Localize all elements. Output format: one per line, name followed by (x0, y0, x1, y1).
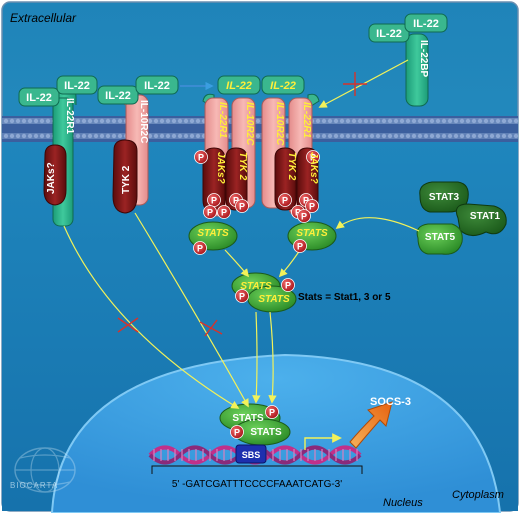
transcription-arrow (304, 433, 342, 450)
il22-ligand-active-a (217, 75, 261, 95)
socs3-output-arrow (349, 401, 393, 449)
phospho-group: P (265, 405, 279, 419)
phospho-group: P (217, 205, 231, 219)
stat1-label: STAT1 (470, 211, 501, 222)
phospho-label: P (233, 196, 239, 206)
stats-label-dimer-b: STATS (258, 294, 290, 305)
il10r2c-label-left: IL-10R2C (138, 100, 149, 143)
socs3-label: SOCS-3 (370, 396, 411, 408)
stats-label-nuclear-b: STATS (250, 427, 282, 438)
dna-bracket (151, 465, 363, 474)
phospho-label: P (207, 208, 213, 218)
stat5-label: STAT5 (425, 232, 456, 243)
cell-membrane (2, 116, 519, 142)
stats-label-docked-right: STATS (296, 228, 328, 239)
biocarta-watermark: BIOCARTA (10, 481, 58, 490)
tyk2-label-left: TYK 2 (121, 165, 132, 194)
inhibit-mark-bp (343, 72, 367, 96)
phospho-label: P (198, 153, 204, 163)
il22-label-bp-a: IL-22 (376, 28, 402, 40)
phospho-label: P (197, 244, 203, 254)
phospho-group: P (297, 209, 311, 223)
phospho-label: P (303, 196, 309, 206)
phospho-label: P (297, 242, 303, 252)
phospho-group: P (207, 193, 221, 207)
phospho-group: P (230, 425, 244, 439)
jak-label-complex-right: JAKs? (308, 152, 319, 184)
jak-label-left: JAKs? (46, 162, 57, 194)
extracellular-label: Extracellular (10, 11, 77, 25)
stats-label-nuclear-a: STATS (232, 413, 264, 424)
biocarta-logo (14, 447, 76, 493)
il22-ligand-bp-b (404, 13, 448, 33)
il22-label-left-b: IL-22 (64, 80, 90, 92)
phospho-label: P (221, 208, 227, 218)
phospho-group: P (235, 199, 249, 213)
phospho-label: P (282, 196, 288, 206)
il22-label-mid-a: IL-22 (105, 90, 131, 102)
il22-ligand-bp-a (368, 23, 410, 43)
phospho-label: P (310, 153, 316, 163)
stats-label-dimer-a: STATS (240, 281, 272, 292)
phospho-group: P (281, 278, 295, 292)
phospho-label: P (239, 292, 245, 302)
tyk2-label-complex-left: TYK 2 (237, 152, 248, 181)
il22-ligand-left-b (56, 75, 98, 95)
phospho-group: P (235, 289, 249, 303)
il22r1-label-active-left: IL-22R1 (217, 102, 228, 139)
phospho-group: P (293, 239, 307, 253)
il10r2c-label-active-left: IL-10R2C (244, 102, 255, 146)
il22bp-label: IL-22BP (418, 40, 429, 78)
il22-ligand-left-a (18, 87, 60, 107)
il22-label-bp-b: IL-22 (413, 18, 439, 30)
il22bp-binding-protein (405, 33, 429, 107)
phospho-label: P (239, 202, 245, 212)
sbs-box (235, 444, 267, 464)
jak-kinase-left (43, 144, 67, 206)
phospho-label: P (269, 408, 275, 418)
il22-ligand-mid-b (135, 75, 179, 95)
phospho-label: P (309, 202, 315, 212)
phospho-label: P (295, 208, 301, 218)
inhibit-marks-cytoplasm (117, 317, 223, 337)
phospho-label: P (234, 428, 240, 438)
tyk2-kinase-left (112, 139, 138, 214)
nucleus-label: Nucleus (383, 497, 423, 509)
sbs-label: SBS (242, 450, 261, 460)
phospho-label: P (285, 281, 291, 291)
il22-label-left-a: IL-22 (26, 92, 52, 104)
stat3-label: STAT3 (429, 192, 460, 203)
phospho-label: P (301, 212, 307, 222)
phospho-group: P (306, 150, 320, 164)
il22-ligand-mid-a (97, 85, 139, 105)
stats-dimer-nuclear (219, 403, 291, 446)
il22r1-label-left: IL-22R1 (64, 98, 75, 135)
stats-note: Stats = Stat1, 3 or 5 (298, 292, 391, 303)
stat-pool (416, 181, 507, 255)
il22-label-mid-b: IL-22 (144, 80, 170, 92)
phospho-label: P (211, 196, 217, 206)
phospho-group: P (194, 150, 208, 164)
stats-dimer (231, 272, 297, 313)
il22-label-active-a: IL-22 (226, 80, 252, 92)
jak-label-complex-left: JAKs? (215, 152, 226, 184)
il22-ligand-active-b (261, 75, 305, 95)
dna-sequence: 5' -GATCGATTTCCCCFAAATCATG-3' (172, 479, 342, 490)
phospho-group: P (278, 193, 292, 207)
il10r2c-label-active-right: IL-10R2C (274, 102, 285, 146)
signal-arrows (63, 212, 420, 409)
tyk2-label-complex-right: TYK 2 (286, 152, 297, 181)
phospho-group: P (193, 241, 207, 255)
il22r1-label-active-right: IL-22R1 (301, 102, 312, 139)
tyk2-kinase-complex-right (274, 147, 297, 211)
phospho-group: P (305, 199, 319, 213)
il22-label-active-b: IL-22 (270, 80, 296, 92)
cytoplasm-label: Cytoplasm (452, 489, 504, 501)
phospho-group: P (203, 205, 217, 219)
stats-label-docked-left: STATS (197, 228, 229, 239)
